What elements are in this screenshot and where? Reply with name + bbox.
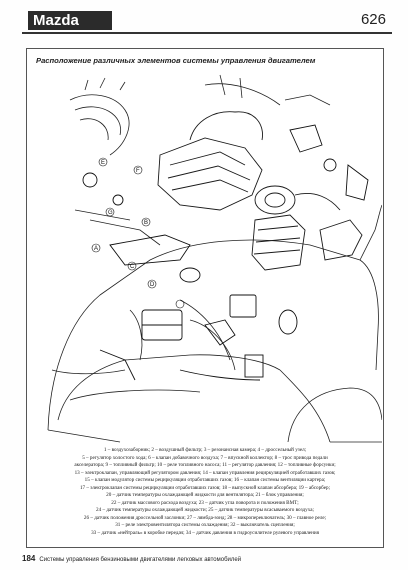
marker-g: G	[108, 210, 113, 216]
legend-line: 26 – датчик положения дроссельной заслон…	[83, 514, 327, 521]
engine-diagram: E F G A B C D	[47, 74, 382, 443]
legend-line: акселератора; 9 – топливный фильтр; 10 –…	[74, 462, 336, 469]
legend-line: 31 – реле электровентилятора системы охл…	[115, 522, 295, 529]
marker-f: F	[136, 168, 140, 174]
legend-line: 13 – электроклапан, управляющий регулято…	[74, 469, 336, 476]
engine-components	[82, 124, 369, 381]
brand-label: Mazda	[28, 11, 112, 30]
marker-d: D	[150, 282, 155, 288]
legend-line: 15 – клапан модулятор системы рециркуляц…	[84, 477, 326, 484]
legend-line: 22 – датчик массового расхода воздуха; 2…	[111, 499, 299, 506]
marker-e: E	[101, 160, 105, 166]
footer-text: Системы управления бензиновыми двигателя…	[39, 557, 242, 563]
figure-legend: 1 – воздухозаборник; 2 – воздушный фильт…	[36, 447, 374, 538]
wiring-harness	[69, 74, 331, 371]
marker-b: B	[144, 220, 148, 226]
legend-line: 24 – датчик температуры охлаждающей жидк…	[96, 507, 314, 514]
model-label: 626	[360, 11, 386, 28]
legend-line: 33 – датчик «нейтраль» в коробке передач…	[91, 530, 319, 537]
legend-line: 20 – датчик температуры охлаждающей жидк…	[106, 492, 304, 499]
diagram-callouts: E F G A B C D	[91, 157, 185, 309]
callout-circles	[91, 157, 185, 309]
car-body-outline	[47, 204, 382, 443]
legend-line: 1 – воздухозаборник; 2 – воздушный фильт…	[103, 447, 307, 453]
header-rule	[22, 32, 392, 34]
figure-caption: Расположение различных элементов системы…	[36, 56, 316, 65]
page-number: 184	[22, 554, 36, 563]
marker-c: C	[130, 264, 135, 270]
legend-line: 17 – электроклапан системы рециркуляции …	[79, 484, 331, 491]
legend-line: 5 – регулятор холостого хода; 6 – клапан…	[82, 454, 328, 461]
marker-a: A	[94, 246, 98, 252]
intake-assembly	[157, 111, 363, 271]
figure-frame	[26, 48, 384, 548]
page-header: Mazda 626	[22, 8, 392, 32]
